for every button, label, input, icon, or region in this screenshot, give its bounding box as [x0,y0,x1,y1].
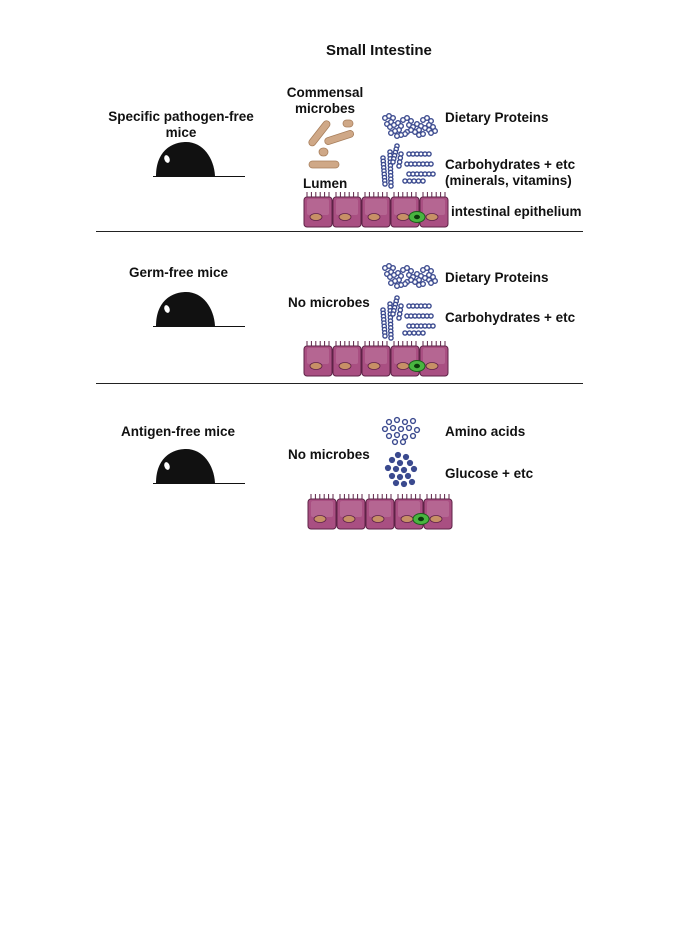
nutrient-top-label-spf: Dietary Proteins [445,110,549,125]
nutrient-top-label-af: Amino acids [445,424,526,439]
epithelium-icon-gf [303,341,449,377]
mouse-label-spf: Specific pathogen-free mice [108,109,254,140]
nutrient-top-label-gf: Dietary Proteins [445,270,549,285]
epithelium-icon-af [307,494,453,530]
nutrient-bottom-label-af: Glucose + etc [445,466,534,481]
mouse-label-germ-free: Germ-free mice [129,265,229,280]
nutrient-bottom-label-gf: Carbohydrates + etc [445,310,576,325]
glucose-icon [384,451,418,488]
mouse-icon-germ-free [153,292,246,327]
microbe-label-none-1: No microbes [288,295,370,310]
carbohydrates-icon-spf [380,143,436,189]
epithelium-label: intestinal epithelium [451,204,582,219]
panel-divider-1 [96,231,583,232]
mouse-label-antigen-free: Antigen-free mice [121,424,236,439]
diagram-title: Small Intestine [326,42,432,59]
nutrient-bottom-label-spf: Carbohydrates + etc (minerals, vitamins) [445,157,576,188]
mouse-icon-antigen-free [153,449,246,484]
dietary-proteins-icon-spf [382,112,439,139]
amino-acids-icon [381,416,421,446]
epithelium-icon-spf [303,192,449,228]
mouse-icon-spf [153,142,246,177]
lumen-label: Lumen [303,176,348,191]
dietary-proteins-icon-gf [382,263,439,290]
microbe-label-commensal: Commensal microbes [286,85,364,116]
carbohydrates-icon-gf [380,295,436,341]
commensal-microbes-icon [308,119,354,169]
microbe-label-none-2: No microbes [288,447,370,462]
epithelium-cells [303,192,453,530]
nutrient-particles [380,112,439,488]
panel-divider-2 [96,383,583,384]
